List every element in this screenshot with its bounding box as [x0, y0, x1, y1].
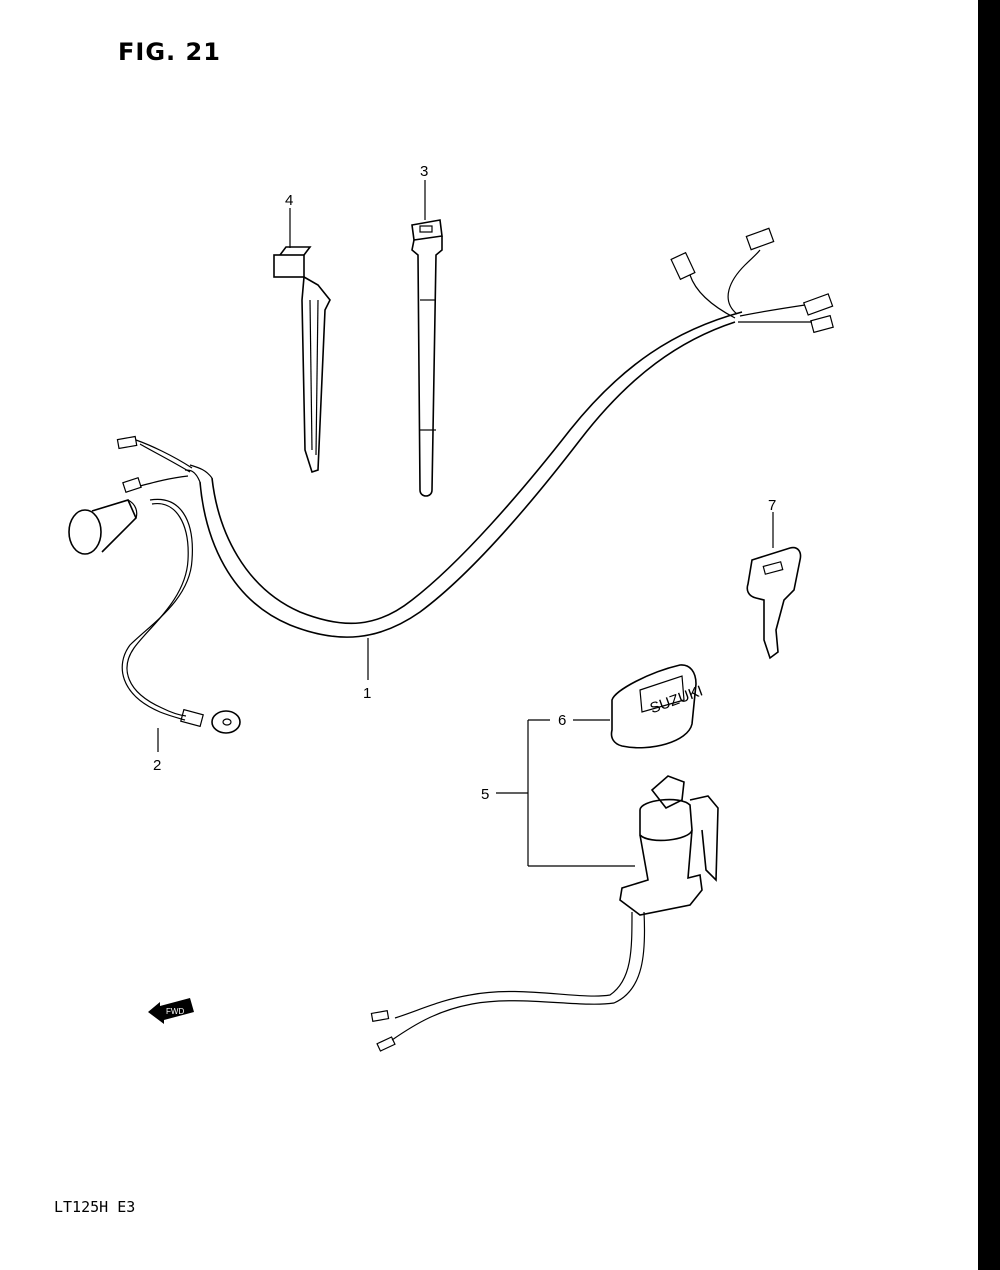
forward-direction-text: FWD	[166, 1007, 184, 1016]
callout-5: 5	[481, 786, 489, 803]
callout-1: 1	[363, 685, 371, 702]
ignition-switch[interactable]	[370, 775, 719, 1052]
band-strap[interactable]	[411, 219, 443, 497]
callout-7: 7	[768, 497, 776, 514]
callout-3: 3	[420, 163, 428, 180]
callout-6: 6	[558, 712, 566, 729]
callout-4: 4	[285, 192, 293, 209]
figure-title: FIG. 21	[118, 38, 221, 66]
callout-2: 2	[153, 757, 161, 774]
model-code: LT125H E3	[54, 1198, 136, 1216]
cable-tie-clip[interactable]	[273, 246, 331, 474]
ignition-key[interactable]	[746, 546, 802, 660]
callout-leaders	[157, 180, 774, 867]
forward-direction-arrow: FWD	[148, 998, 194, 1024]
cover-brand-text: SUZUKI	[648, 682, 706, 717]
key-cover[interactable]: SUZUKI	[610, 664, 706, 749]
wiring-harness[interactable]	[68, 227, 834, 734]
page-edge-bar	[978, 0, 1000, 1270]
